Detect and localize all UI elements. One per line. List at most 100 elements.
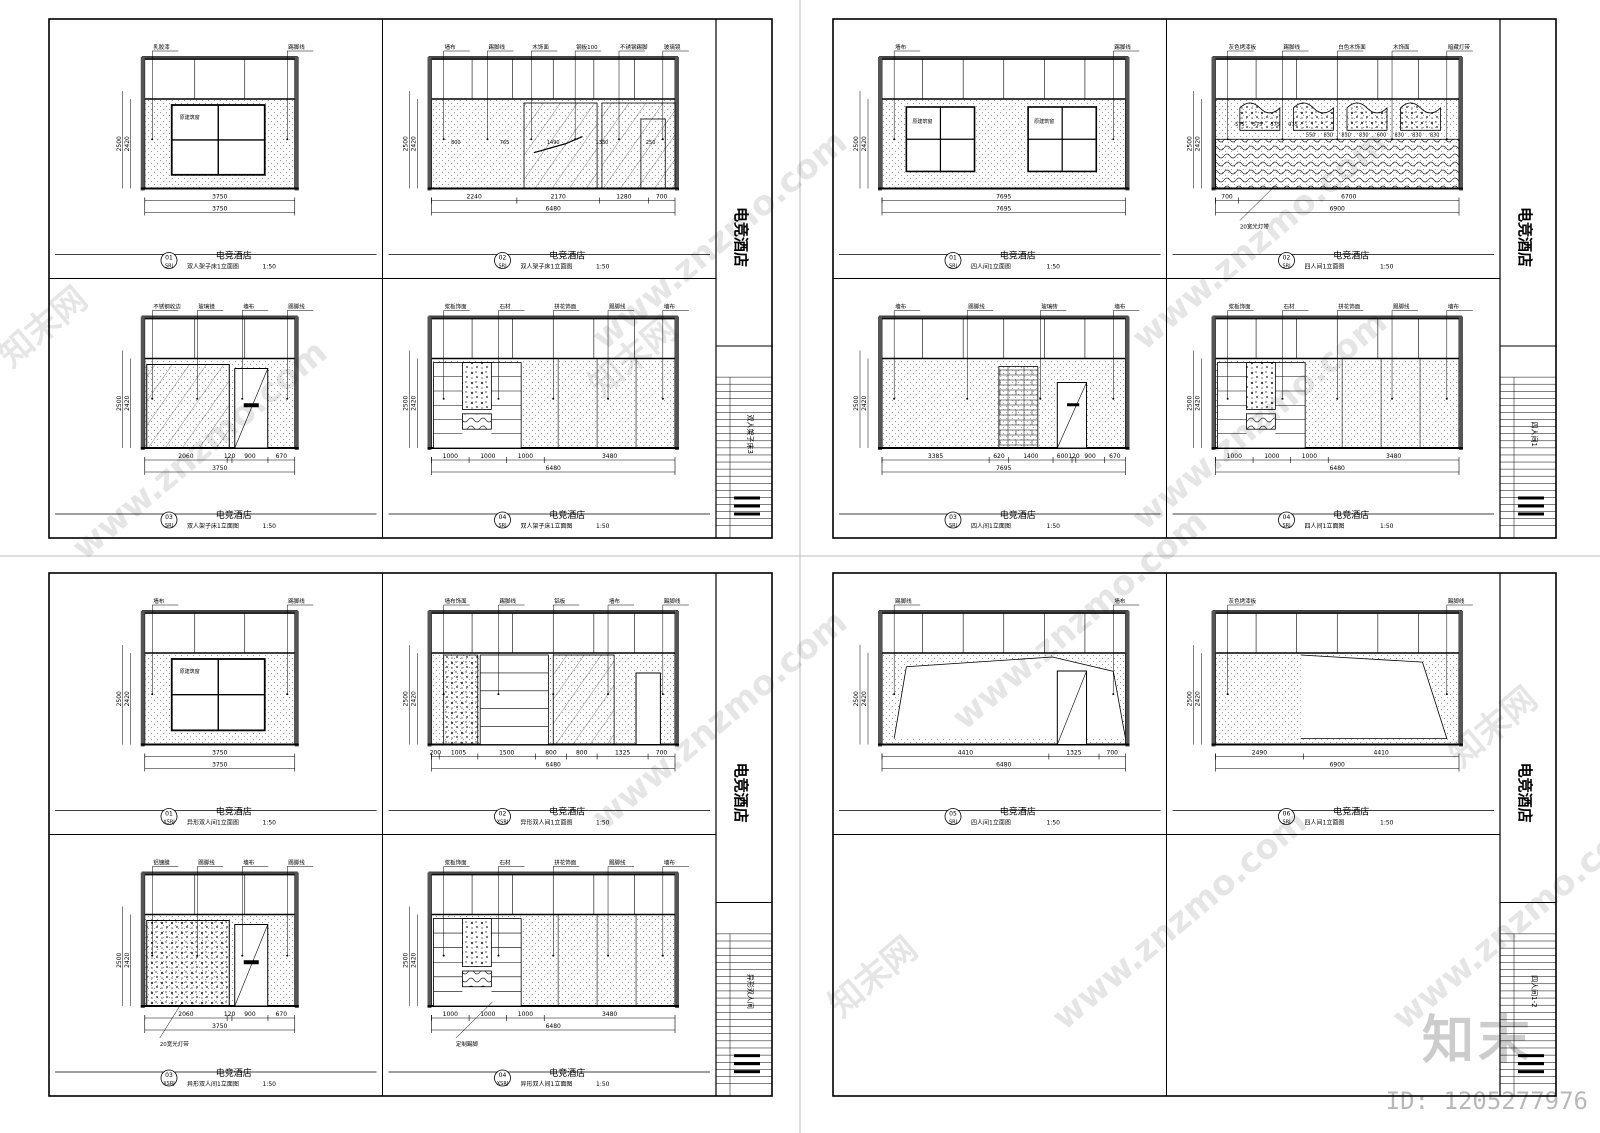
dim-total: 6480 [546,465,561,472]
slab-top [141,56,298,60]
annotation-label: 石材 [499,303,511,311]
dim-value: 1325 [1066,750,1081,757]
panel-subtitle: 双人架子床1立面图 [521,263,573,271]
dim-value: 900 [244,1011,256,1018]
height-dim: 2420 [411,691,418,706]
panel-number: 01 [165,255,173,262]
slab-top [1212,610,1462,614]
sheet-name: 四人间1 [1530,421,1538,446]
panel-subtitle: 双人架子床1立面图 [187,522,239,530]
annotation-label: 石材 [1283,303,1295,311]
panel-scale: 1:50 [596,1081,610,1088]
panel-subtitle: 四人间1立面图 [1305,263,1345,271]
height-dim: 2500 [116,136,123,151]
leader-dot [442,138,445,141]
leader-dot [552,397,555,400]
panel-title: 电竞酒店 [1333,806,1369,818]
door-swing [234,368,269,449]
inner-dim: 600 [1377,133,1387,139]
mirror-panel [601,102,676,189]
panel-number-circle [494,808,511,825]
panel-code: XSRJ [497,1081,509,1087]
side-wall-left [878,57,882,191]
leader-dot [1226,693,1229,696]
side-wall-right [1125,611,1130,747]
panel-code: SRJ [498,523,506,529]
decor-shape [1293,102,1334,131]
slab-top [879,56,1129,60]
dim-value: 670 [1109,453,1121,460]
annotation-label: 浆板饰面 [445,303,468,311]
height-dim: 2500 [1187,136,1194,151]
annotation-label: 踢脚线 [664,597,681,605]
annotation-label: 墙布饰面 [445,597,468,605]
leader-dot [617,138,620,141]
dim-value: 1000 [443,1011,458,1018]
mirror-panel [146,920,230,1007]
annotation-label: 踢脚线 [489,43,506,51]
leader-dot [1391,138,1394,141]
dim-value: 1005 [451,750,466,757]
leader-dot [1391,397,1394,400]
leader-dot [1226,397,1229,400]
leader-dot [497,693,500,696]
title-block-stamp [734,504,760,508]
annotation-label: 拼花饰面 [1338,303,1361,311]
leader-dot [241,397,244,400]
leader-dot [151,397,154,400]
dim-value: 3480 [1386,453,1401,460]
leader-dot [893,397,896,400]
panel-title: 电竞酒店 [216,509,252,521]
dim-value: 3480 [602,453,617,460]
height-dim: 2420 [411,952,418,967]
leader-dot [151,954,154,957]
dim-value: 120 [1068,453,1080,460]
leader-dot [286,397,289,400]
panel-code: SRJ [165,523,173,529]
panel-number-circle [1278,252,1295,269]
leader-dot [442,693,445,696]
dim-total: 3750 [212,206,227,213]
decor-shape [1346,102,1388,131]
panel-scale: 1:50 [1047,820,1061,827]
panel-subtitle: 四人间1立面图 [971,522,1011,530]
height-dim: 2500 [116,691,123,706]
panel-number: 04 [1283,514,1291,521]
side-wall-right [1459,57,1463,191]
dim-total: 6480 [546,762,561,769]
annotation-label: 白色木饰面 [1338,43,1366,51]
height-dim: 2500 [116,952,123,967]
panel-number-circle [944,252,962,269]
dim-total: 6480 [996,762,1011,769]
side-wall-right [1459,316,1463,450]
inner-dim: 575 [1253,122,1263,128]
height-dim: 2500 [1187,395,1194,410]
mirror-panel [146,364,230,449]
title-block-stamp [734,496,760,500]
footnote-label: 20宽光灯带 [160,1040,189,1048]
inner-dim: 765 [500,140,510,146]
stone-panel [443,654,479,745]
dim-total: 6480 [546,1023,561,1030]
panel-code: XSRJ [163,1081,175,1087]
side-wall-right [294,611,299,747]
leader-dot [607,954,610,957]
annotation-label: 暗藏灯带 [1448,43,1471,51]
leader-dot [1336,397,1339,400]
inner-dim: 830 [1341,133,1351,139]
footnote-label: 定制踢脚 [456,1040,479,1048]
panel-title: 电竞酒店 [1333,250,1369,262]
annotation-label: 木饰面 [1393,43,1410,51]
panel-title: 电竞酒店 [1333,509,1369,521]
sheet-side-title: 电竞酒店 [1516,207,1534,267]
title-block-stamp [734,1062,760,1066]
leader-dot [241,954,244,957]
angled-panel [1300,654,1448,739]
leader-dot [1112,138,1115,141]
stone-panel [1246,362,1276,410]
dim-value: 600 [1057,453,1069,460]
height-dim: 2420 [411,395,418,410]
